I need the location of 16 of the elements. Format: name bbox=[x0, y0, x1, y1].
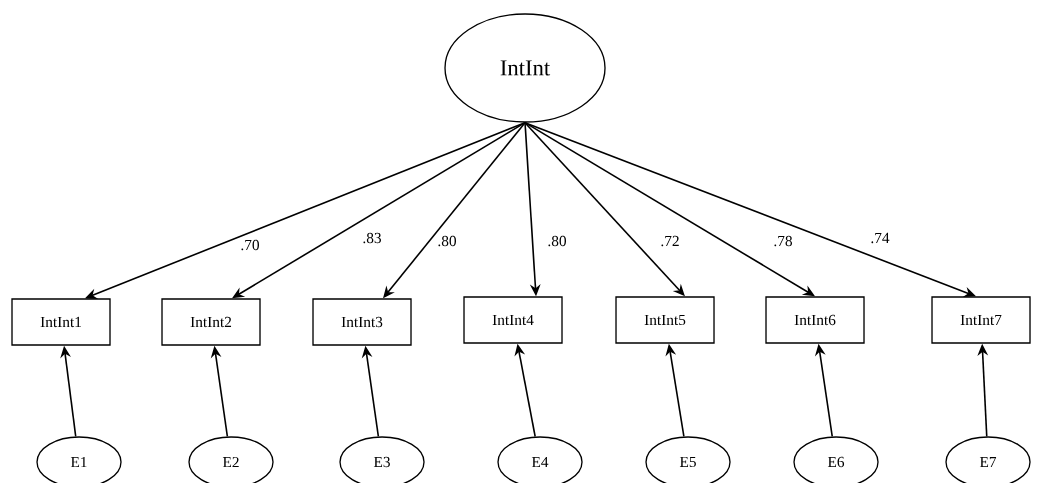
edge-label: .72 bbox=[659, 234, 681, 248]
edge-label: .80 bbox=[546, 234, 568, 248]
edge-label: .74 bbox=[869, 231, 891, 245]
indicator-box: IntInt4 bbox=[463, 296, 563, 344]
indicator-box: IntInt7 bbox=[931, 296, 1031, 344]
indicator-box: IntInt2 bbox=[161, 298, 261, 346]
indicator-box: IntInt6 bbox=[765, 296, 865, 344]
edge-label: .70 bbox=[239, 238, 261, 252]
indicator-box: IntInt5 bbox=[615, 296, 715, 344]
edge-label: .78 bbox=[772, 234, 794, 248]
edge-label: .83 bbox=[361, 231, 383, 245]
indicator-box: IntInt3 bbox=[312, 298, 412, 346]
arrow bbox=[524, 121, 815, 297]
indicator-box: IntInt1 bbox=[11, 298, 111, 346]
edge-label: .80 bbox=[436, 234, 458, 248]
arrow bbox=[232, 121, 526, 299]
